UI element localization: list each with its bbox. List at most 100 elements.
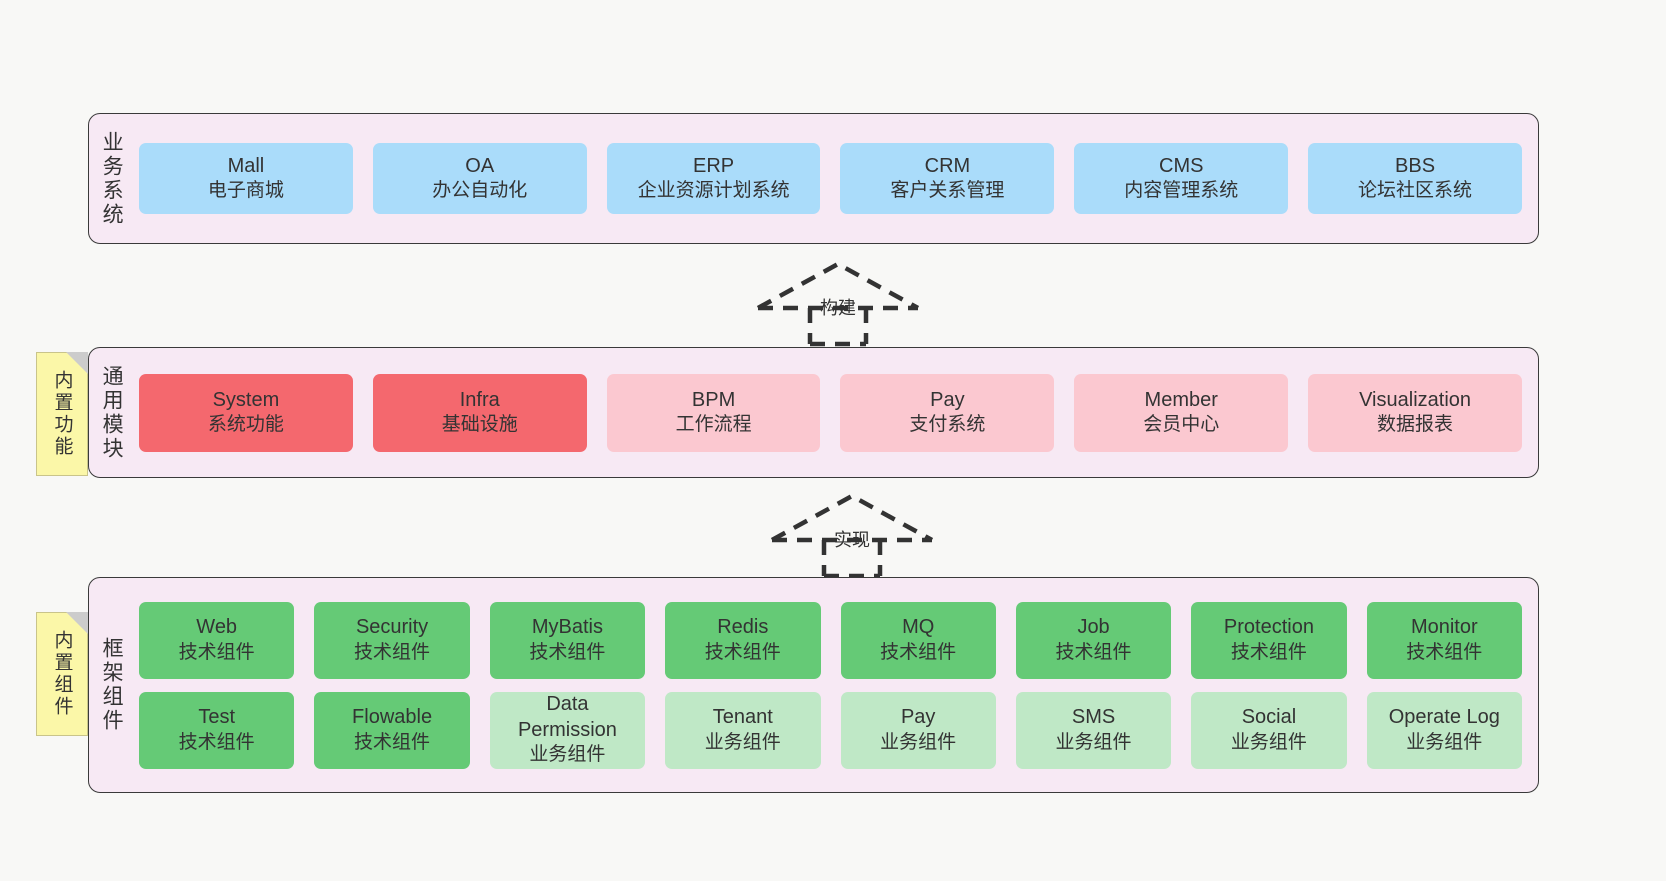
module-name: ERP <box>693 154 735 177</box>
module-name: Mall <box>227 154 265 177</box>
module-card-pay[interactable]: Pay 支付系统 <box>840 373 1055 452</box>
module-desc: 业务组件 <box>1406 731 1483 753</box>
module-card-mq[interactable]: MQ 技术组件 <box>840 601 996 679</box>
module-card-test[interactable]: Test 技术组件 <box>139 691 295 769</box>
module-name: OA <box>465 154 495 177</box>
note-builtin-feature: 内置功能 <box>36 352 88 476</box>
module-desc: 技术组件 <box>1230 641 1307 663</box>
module-card-pay-business[interactable]: Pay 业务组件 <box>840 691 996 769</box>
module-name: Pay <box>930 388 965 411</box>
connector-realize: 实现 <box>766 490 938 579</box>
layer-body-business-systems: Mall 电子商城 OA 办公自动化 ERP 企业资源计划系统 CRM 客户关系… <box>133 114 1538 243</box>
layer-row: Mall 电子商城 OA 办公自动化 ERP 企业资源计划系统 CRM 客户关系… <box>139 143 1522 214</box>
layer-title-framework-components: 框架组件 <box>100 637 124 733</box>
module-name: Pay <box>900 706 936 729</box>
module-name: Job <box>1077 616 1110 639</box>
module-name: MQ <box>902 616 935 639</box>
module-name: Operate Log <box>1388 706 1500 729</box>
module-card-job[interactable]: Job 技术组件 <box>1015 601 1172 679</box>
module-desc: 客户关系管理 <box>890 180 1005 202</box>
layer-business-systems: 业务系统 Mall 电子商城 OA 办公自动化 ERP 企业资源计划系统 CRM… <box>88 113 1539 244</box>
layer-title-business-systems: 业务系统 <box>100 130 124 227</box>
module-desc: 电子商城 <box>207 180 284 202</box>
module-card-bbs[interactable]: BBS 论坛社区系统 <box>1308 143 1522 214</box>
layer-row: System 系统功能 Infra 基础设施 BPM 工作流程 Pay 支付系统… <box>139 373 1522 452</box>
module-card-sms[interactable]: SMS 业务组件 <box>1015 691 1172 769</box>
module-card-flowable[interactable]: Flowable 技术组件 <box>314 691 470 769</box>
module-desc: 会员中心 <box>1143 414 1220 436</box>
module-desc: 技术组件 <box>354 641 431 663</box>
module-desc: 业务组件 <box>1055 731 1132 753</box>
module-desc: 技术组件 <box>704 641 781 663</box>
module-name: Member <box>1144 388 1218 411</box>
module-card-system[interactable]: System 系统功能 <box>139 373 353 452</box>
note-builtin-component: 内置组件 <box>36 612 88 736</box>
module-desc: 技术组件 <box>354 731 431 753</box>
module-desc: 技术组件 <box>880 641 957 663</box>
module-card-erp[interactable]: ERP 企业资源计划系统 <box>606 143 821 214</box>
module-desc: 数据报表 <box>1377 414 1454 436</box>
dashed-generalization-arrow-icon <box>756 261 920 347</box>
module-desc: 企业资源计划系统 <box>637 180 790 202</box>
layer-row: Web 技术组件 Security 技术组件 MyBatis 技术组件 Redi… <box>139 601 1522 679</box>
module-card-visualization[interactable]: Visualization 数据报表 <box>1308 373 1522 452</box>
module-desc: 办公自动化 <box>432 180 528 202</box>
layer-framework-components: 框架组件 Web 技术组件 Security 技术组件 MyBatis 技术组件… <box>88 577 1539 793</box>
module-card-protection[interactable]: Protection 技术组件 <box>1191 601 1347 679</box>
module-card-mall[interactable]: Mall 电子商城 <box>139 143 353 214</box>
module-name: Visualization <box>1359 388 1472 411</box>
module-card-tenant[interactable]: Tenant 业务组件 <box>665 691 821 769</box>
dashed-generalization-arrow-icon <box>770 493 934 579</box>
module-desc: 技术组件 <box>529 641 606 663</box>
module-desc: 基础设施 <box>441 414 518 436</box>
module-name: Monitor <box>1410 616 1478 639</box>
module-card-social[interactable]: Social 业务组件 <box>1191 691 1347 769</box>
module-card-monitor[interactable]: Monitor 技术组件 <box>1366 601 1522 679</box>
module-card-redis[interactable]: Redis 技术组件 <box>665 601 821 679</box>
module-card-crm[interactable]: CRM 客户关系管理 <box>840 143 1055 214</box>
module-card-mybatis[interactable]: MyBatis 技术组件 <box>489 601 646 679</box>
module-card-infra[interactable]: Infra 基础设施 <box>372 373 587 452</box>
note-label: 内置功能 <box>51 370 73 458</box>
module-desc: 业务组件 <box>704 731 781 753</box>
module-desc: 业务组件 <box>529 744 606 766</box>
module-desc: 论坛社区系统 <box>1358 180 1473 202</box>
module-name: Web <box>196 616 238 639</box>
connector-build: 构建 <box>752 258 924 347</box>
module-name: Redis <box>717 616 769 639</box>
module-desc: 内容管理系统 <box>1124 180 1239 202</box>
module-name: SMS <box>1071 706 1116 729</box>
module-card-web[interactable]: Web 技术组件 <box>139 601 295 679</box>
note-label: 内置组件 <box>51 630 73 718</box>
module-desc: 技术组件 <box>1406 641 1483 663</box>
module-card-cms[interactable]: CMS 内容管理系统 <box>1074 143 1289 214</box>
module-name: CRM <box>924 154 971 177</box>
layer-title-common-modules: 通用模块 <box>100 364 124 461</box>
module-card-data-permission[interactable]: Data Permission 业务组件 <box>489 691 646 769</box>
module-name: BBS <box>1395 154 1436 177</box>
module-name: MyBatis <box>531 616 603 639</box>
module-card-member[interactable]: Member 会员中心 <box>1074 373 1289 452</box>
layer-common-modules: 通用模块 System 系统功能 Infra 基础设施 BPM 工作流程 Pay… <box>88 347 1539 478</box>
module-card-bpm[interactable]: BPM 工作流程 <box>606 373 821 452</box>
module-desc: 支付系统 <box>909 414 986 436</box>
module-name: Data Permission <box>517 693 617 741</box>
module-name: System <box>212 388 280 411</box>
module-desc: 技术组件 <box>178 731 255 753</box>
module-name: CMS <box>1159 154 1204 177</box>
module-desc: 工作流程 <box>675 414 752 436</box>
module-card-security[interactable]: Security 技术组件 <box>314 601 470 679</box>
module-card-operate-log[interactable]: Operate Log 业务组件 <box>1366 691 1522 769</box>
layer-body-common-modules: System 系统功能 Infra 基础设施 BPM 工作流程 Pay 支付系统… <box>133 348 1538 477</box>
module-name: Test <box>198 706 236 729</box>
module-name: Infra <box>459 388 500 411</box>
module-name: Security <box>355 616 429 639</box>
module-desc: 技术组件 <box>1055 641 1132 663</box>
module-desc: 业务组件 <box>880 731 957 753</box>
module-desc: 系统功能 <box>207 414 284 436</box>
module-card-oa[interactable]: OA 办公自动化 <box>372 143 587 214</box>
module-desc: 业务组件 <box>1230 731 1307 753</box>
module-name: Protection <box>1223 616 1314 639</box>
layer-row: Test 技术组件 Flowable 技术组件 Data Permission … <box>139 691 1522 769</box>
